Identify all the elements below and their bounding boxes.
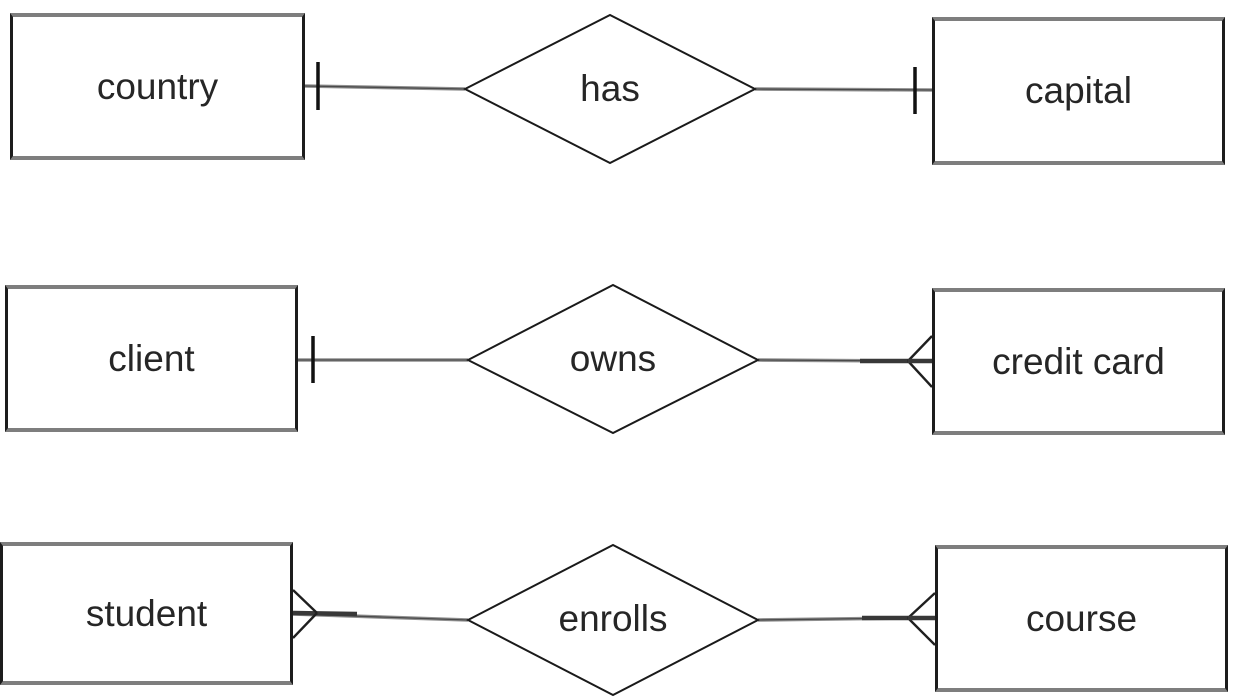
entity-label: student bbox=[85, 592, 208, 634]
relationship-label-owns: owns bbox=[569, 338, 657, 379]
connector-enrolls-course bbox=[757, 592, 936, 646]
crow-foot-many-icon bbox=[907, 592, 936, 646]
relationship-label-enrolls: enrolls bbox=[558, 598, 668, 639]
entity-box-student: student bbox=[0, 542, 293, 685]
connector-country-has bbox=[304, 62, 466, 110]
relationship-label-has: has bbox=[580, 68, 640, 109]
crow-foot-many-icon bbox=[907, 335, 933, 388]
entity-label: course bbox=[1025, 597, 1138, 639]
entity-box-client: client bbox=[5, 285, 298, 432]
connector-has-capital bbox=[754, 67, 933, 114]
entity-label: credit card bbox=[992, 340, 1165, 382]
connector-student-enrolls bbox=[292, 589, 469, 639]
entity-box-course: course bbox=[935, 545, 1228, 692]
entity-box-credit-card: credit card bbox=[932, 288, 1225, 435]
connector-client-owns bbox=[298, 336, 468, 383]
entity-label: capital bbox=[1025, 70, 1132, 111]
crow-foot-many-icon bbox=[292, 589, 318, 639]
relationship-diamond-has bbox=[462, 13, 758, 165]
relationship-diamond-owns bbox=[465, 283, 761, 435]
relationship-diamond-enrolls bbox=[465, 543, 761, 697]
entity-box-capital: capital bbox=[932, 17, 1225, 165]
entity-box-country: country bbox=[10, 13, 305, 160]
entity-label: client bbox=[108, 337, 195, 379]
connector-owns-creditcard bbox=[757, 335, 933, 388]
entity-label: country bbox=[96, 65, 219, 107]
